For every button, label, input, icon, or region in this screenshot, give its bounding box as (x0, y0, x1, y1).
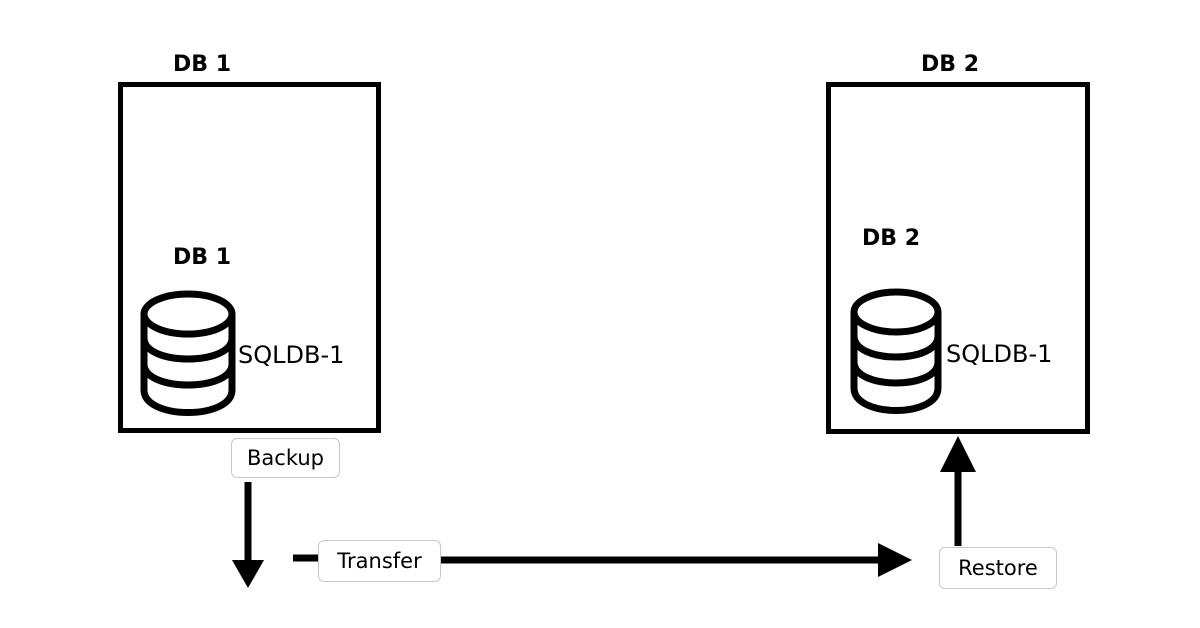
database-icon (850, 288, 942, 414)
transfer-arrow (293, 543, 912, 577)
restore-arrow (940, 436, 976, 546)
transfer-label: Transfer (318, 540, 441, 582)
backup-label: Backup (231, 438, 340, 478)
server-box-db2 (826, 82, 1090, 434)
server-title-db1: DB 1 (173, 52, 231, 77)
database-icon (140, 290, 236, 416)
database-title-db2: DB 2 (862, 226, 920, 251)
backup-arrow (232, 482, 264, 588)
server-box-db1 (118, 82, 381, 433)
database-name-db2: SQLDB-1 (946, 340, 1053, 368)
server-title-db2: DB 2 (921, 52, 979, 77)
database-name-db1: SQLDB-1 (238, 341, 345, 369)
restore-label: Restore (939, 547, 1057, 589)
database-title-db1: DB 1 (173, 245, 231, 270)
